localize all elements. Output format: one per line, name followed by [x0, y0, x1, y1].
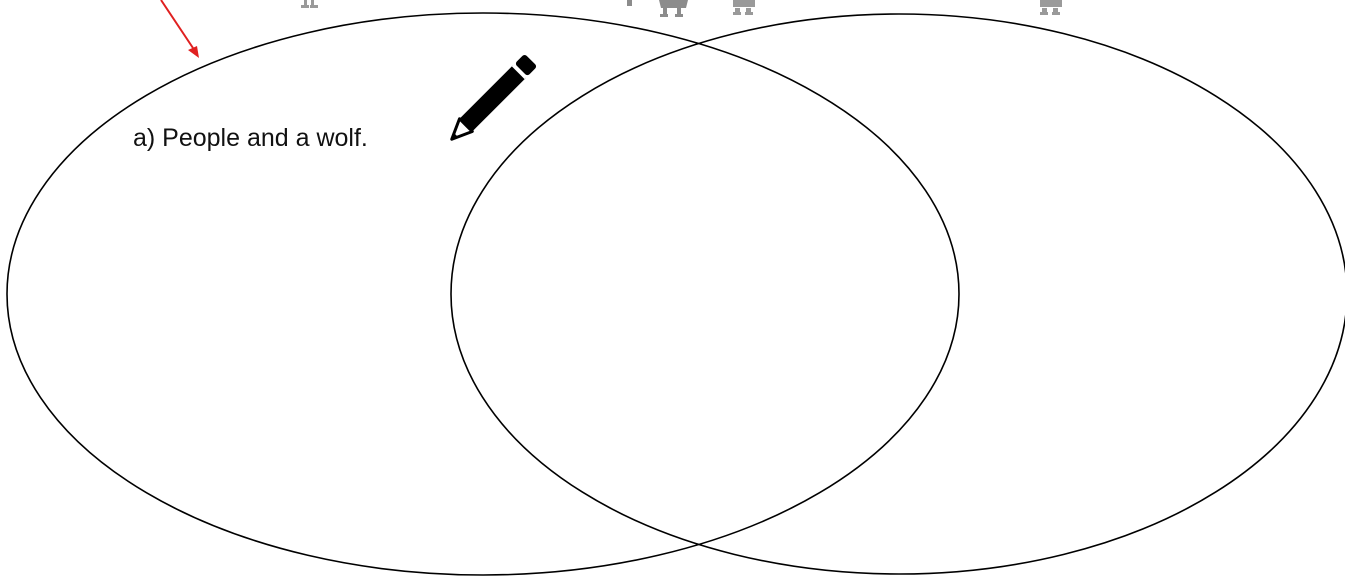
right-circle	[451, 14, 1345, 574]
figure-icon	[301, 0, 318, 8]
left-region-label: a) People and a wolf.	[133, 123, 368, 153]
figure-icon	[733, 0, 755, 15]
figure-icon	[627, 0, 688, 17]
figure-icon	[1040, 0, 1062, 15]
arrow-icon	[161, 0, 199, 58]
pencil-icon	[445, 54, 538, 147]
